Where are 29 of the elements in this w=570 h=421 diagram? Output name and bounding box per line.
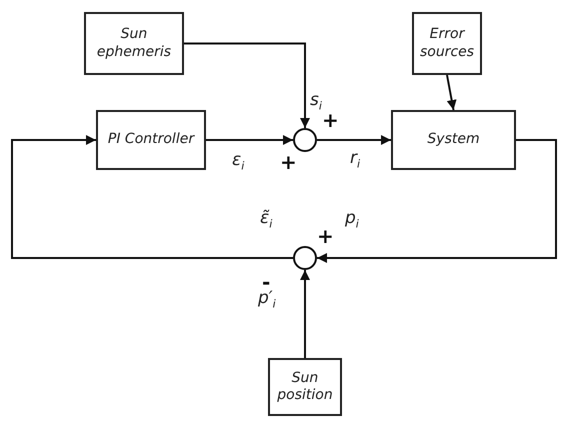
arrow [446, 74, 457, 110]
signal-label: s$_{i}$ [310, 92, 322, 112]
block-label: Sun ephemeris [96, 26, 172, 61]
signal-label: ε$_{i}$ [232, 152, 244, 172]
sign-label: - [262, 272, 270, 292]
block [84, 12, 184, 75]
signal-label: ε̃$_{i}$ [260, 210, 272, 230]
block-label: System [427, 131, 480, 149]
signal-label: p′$_{i}$ [258, 290, 276, 310]
block-label: Error sources [418, 26, 476, 61]
arrow [184, 42, 310, 128]
block [412, 12, 482, 75]
arrow [317, 139, 557, 263]
block-label: Sun position [276, 370, 334, 404]
sign-label: + [317, 226, 334, 246]
block [96, 110, 206, 170]
block [391, 110, 516, 170]
signal-label: r$_{i}$ [350, 150, 360, 170]
summing-junction [293, 246, 317, 270]
arrow [11, 135, 293, 259]
arrow [206, 135, 293, 145]
block-label: PI Controller [108, 131, 194, 149]
summing-junction [293, 128, 317, 152]
sign-label: + [280, 152, 297, 172]
arrow [317, 135, 391, 145]
arrow [300, 270, 310, 358]
signal-label: p$_{i}$ [345, 210, 359, 230]
block [268, 358, 342, 416]
sign-label: + [322, 110, 339, 130]
